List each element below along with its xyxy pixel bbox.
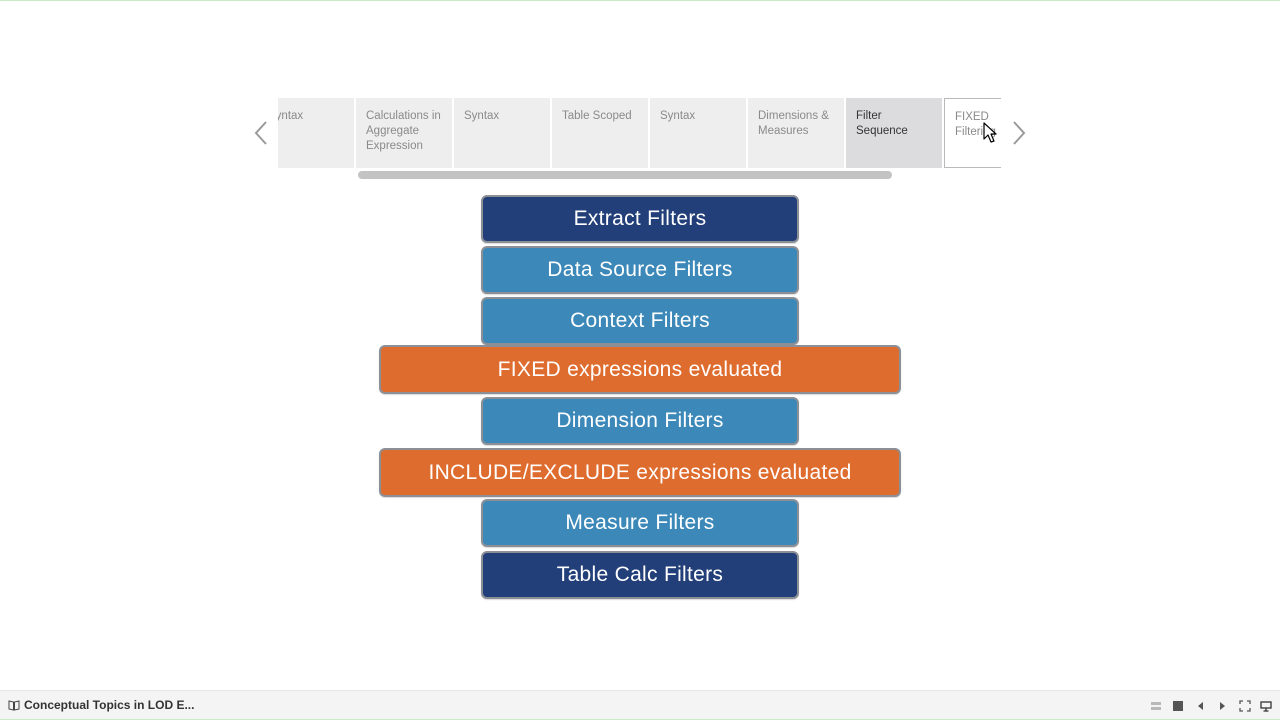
story-point-syntax-3[interactable]: Syntax xyxy=(650,98,746,168)
fullscreen-icon xyxy=(1239,700,1251,712)
measure-filters-box: Measure Filters xyxy=(481,499,799,547)
previous-icon xyxy=(1198,702,1203,710)
mouse-pointer-icon xyxy=(983,122,997,143)
story-point-table-scoped[interactable]: Table Scoped xyxy=(552,98,648,168)
story-point-filter-sequence[interactable]: Filter Sequence xyxy=(846,98,942,168)
single-view-button[interactable] xyxy=(1171,699,1185,713)
story-point-dimensions-measures[interactable]: Dimensions & Measures xyxy=(748,98,844,168)
data-source-filters-box: Data Source Filters xyxy=(481,246,799,294)
next-story-point-button[interactable] xyxy=(1008,116,1030,150)
workbook-title: Conceptual Topics in LOD E... xyxy=(24,698,195,712)
grid-view-button[interactable] xyxy=(1149,699,1163,713)
story-point-syntax-2[interactable]: Syntax xyxy=(454,98,550,168)
story-point-calculations[interactable]: Calculations in Aggregate Expression xyxy=(356,98,452,168)
story-point-syntax-1[interactable]: Syntax xyxy=(278,98,354,168)
story-navigator: Syntax Calculations in Aggregate Express… xyxy=(278,98,1001,168)
presentation-icon xyxy=(1260,701,1272,712)
fixed-expressions-box: FIXED expressions evaluated xyxy=(379,345,901,394)
previous-button[interactable] xyxy=(1194,699,1208,713)
book-icon xyxy=(8,700,20,711)
story-navigator-scrollbar[interactable] xyxy=(358,171,892,179)
chevron-left-icon xyxy=(254,121,267,145)
bottom-toolbar xyxy=(0,690,1280,720)
workbook-title-link[interactable]: Conceptual Topics in LOD E... xyxy=(8,696,194,714)
context-filters-box: Context Filters xyxy=(481,297,799,345)
dimension-filters-box: Dimension Filters xyxy=(481,397,799,445)
previous-story-point-button[interactable] xyxy=(250,116,272,150)
extract-filters-box: Extract Filters xyxy=(481,195,799,243)
chevron-right-icon xyxy=(1013,121,1026,145)
table-calc-filters-box: Table Calc Filters xyxy=(481,551,799,599)
grid-view-icon xyxy=(1151,702,1161,710)
story-point-track: Syntax Calculations in Aggregate Express… xyxy=(278,98,1001,168)
fullscreen-button[interactable] xyxy=(1238,699,1252,713)
top-border xyxy=(0,0,1280,1)
presentation-mode-button[interactable] xyxy=(1259,699,1273,713)
include-exclude-expressions-box: INCLUDE/EXCLUDE expressions evaluated xyxy=(379,448,901,497)
next-button[interactable] xyxy=(1215,699,1229,713)
single-view-icon xyxy=(1173,701,1183,711)
next-icon xyxy=(1220,702,1225,710)
